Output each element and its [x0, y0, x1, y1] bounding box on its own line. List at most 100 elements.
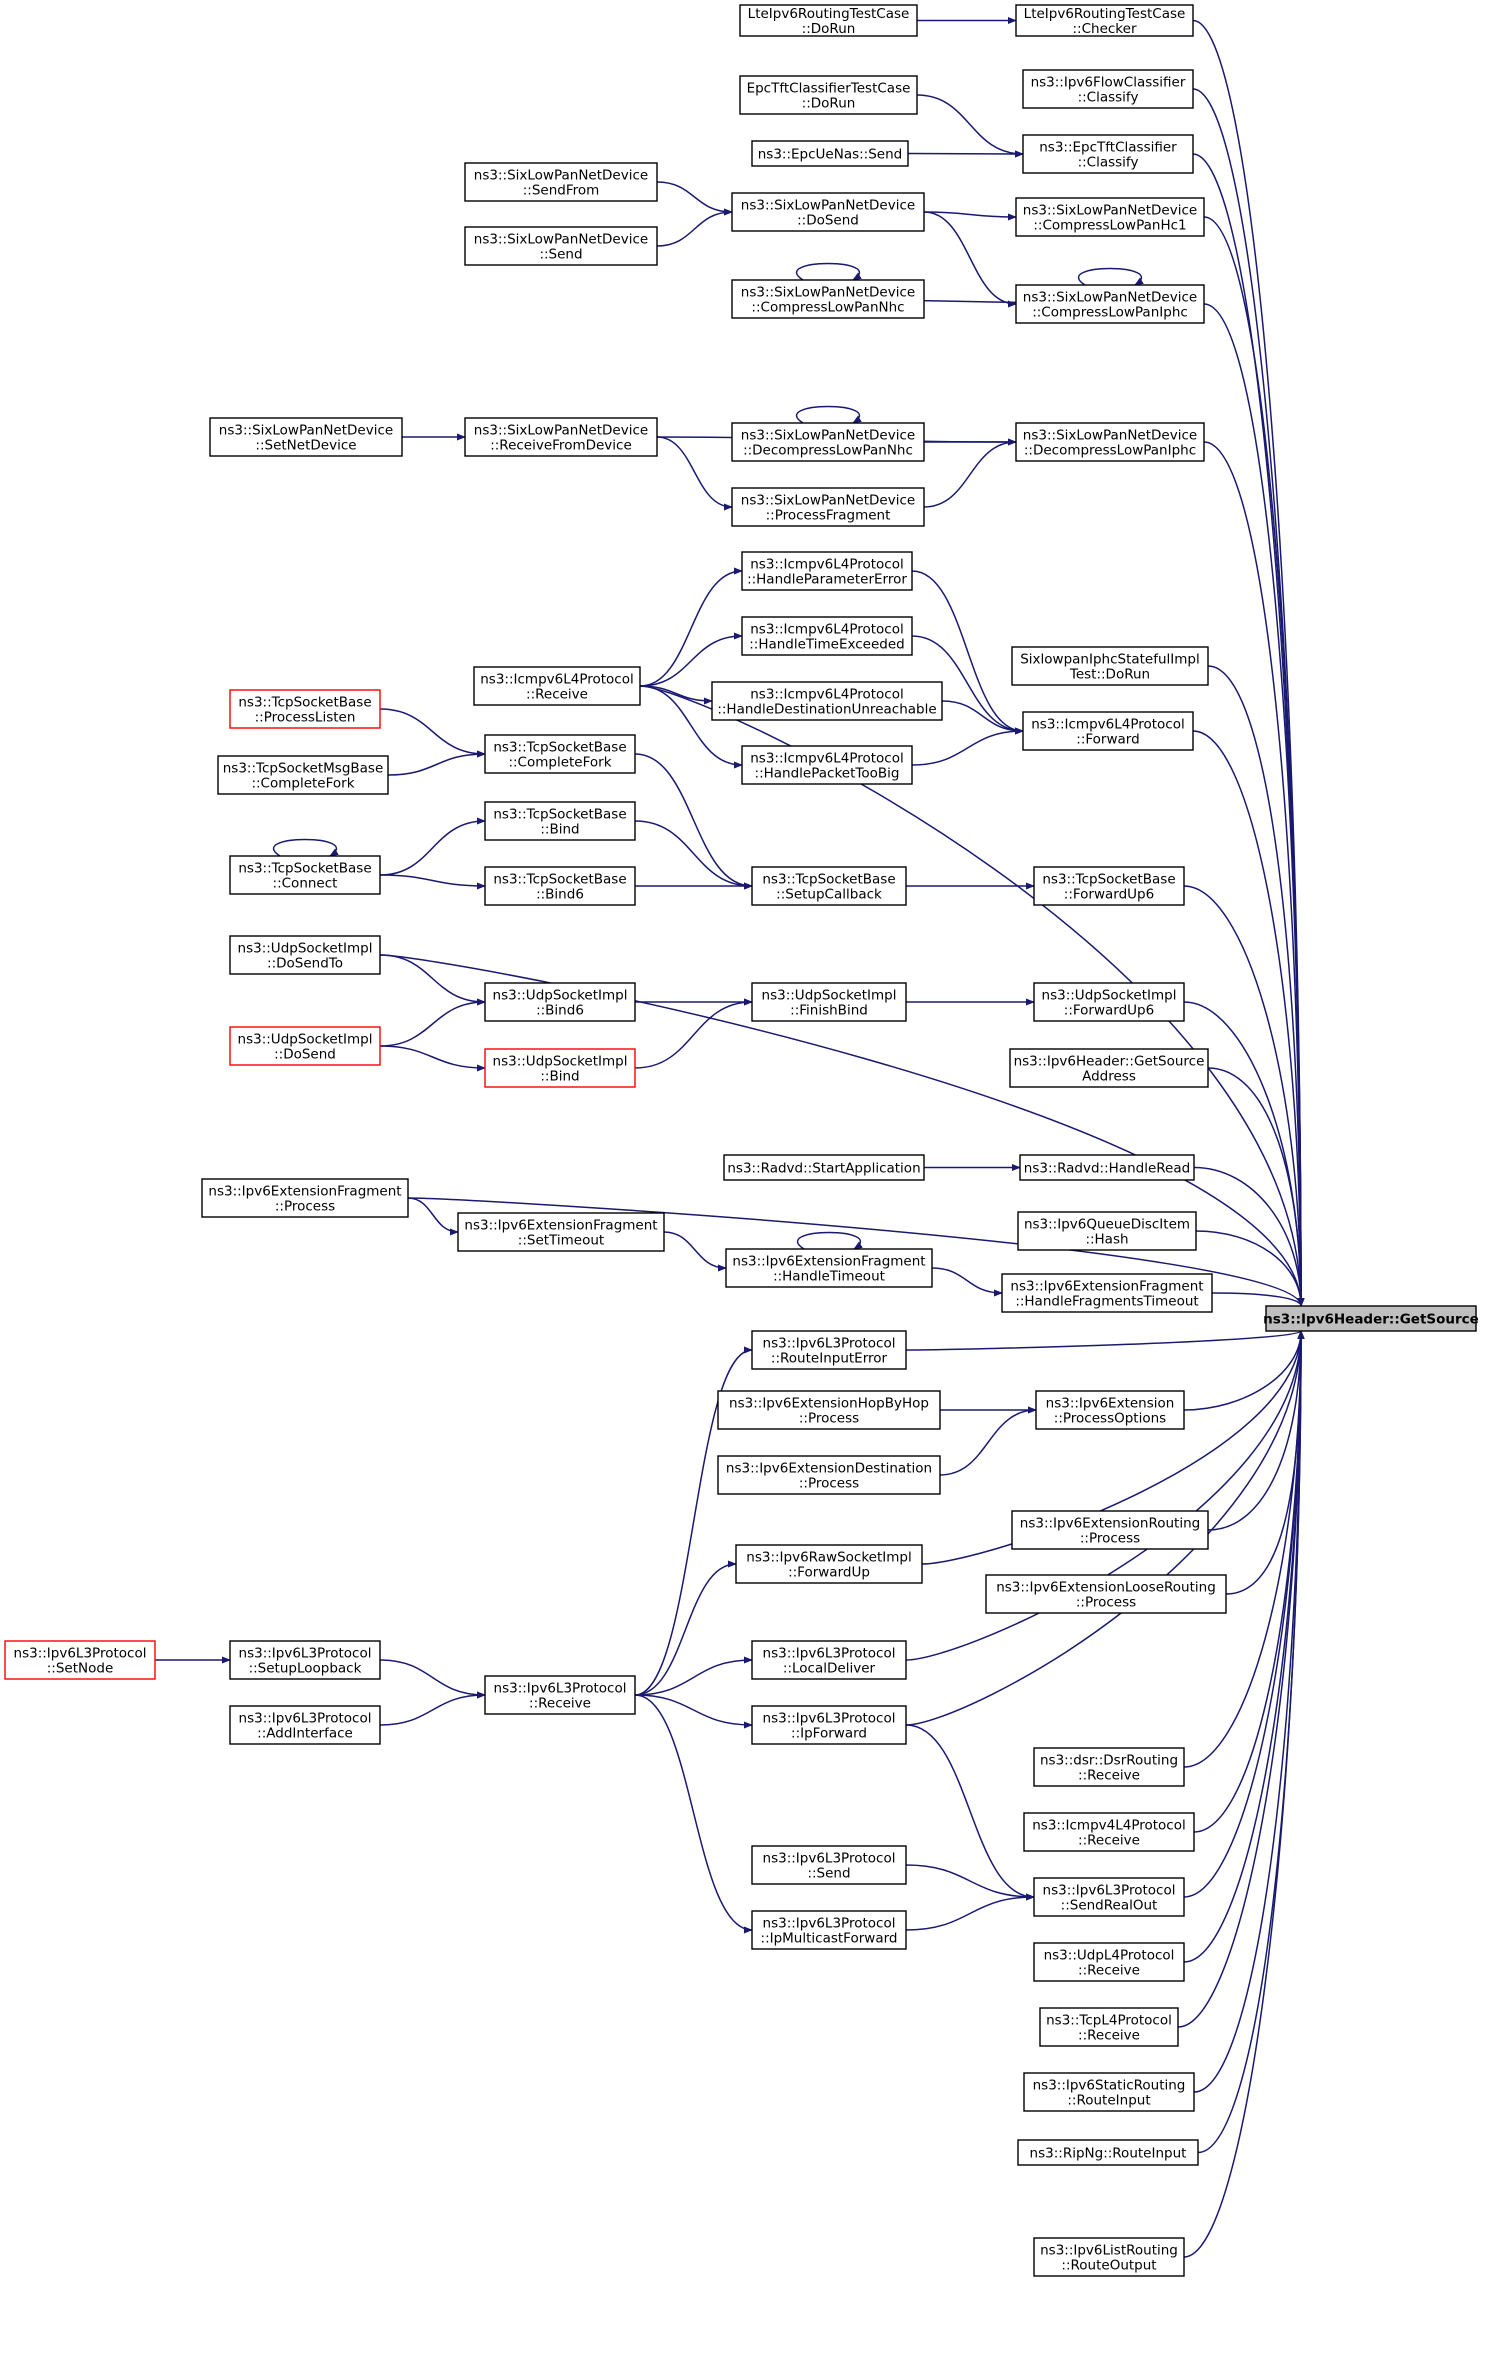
node-icmp-hdu[interactable]: ns3::Icmpv6L4Protocol::HandleDestination… [711, 681, 943, 721]
node-hopbyhop[interactable]: ns3::Ipv6ExtensionHopByHop::Process [717, 1390, 941, 1430]
node-slp-recvfrom[interactable]: ns3::SixLowPanNetDevice::ReceiveFromDevi… [464, 417, 658, 457]
node-lte-dorun[interactable]: LteIpv6RoutingTestCase::DoRun [739, 4, 918, 37]
node-epc-classify[interactable]: ns3::EpcTftClassifier::Classify [1022, 134, 1194, 174]
node-l3-addif[interactable]: ns3::Ipv6L3Protocol::AddInterface [229, 1705, 381, 1745]
node-label: ::Receive [1078, 1768, 1140, 1784]
node-tcp-setupcb[interactable]: ns3::TcpSocketBase::SetupCallback [751, 866, 907, 906]
node-flow-classify[interactable]: ns3::Ipv6FlowClassifier::Classify [1022, 69, 1194, 109]
edge-list_ro-to-target [1183, 1330, 1305, 2258]
node-udp-bind6[interactable]: ns3::UdpSocketImpl::Bind6 [484, 982, 636, 1022]
node-slp-diphc[interactable]: ns3::SixLowPanNetDevice::DecompressLowPa… [1015, 422, 1205, 462]
node-slp-hc1[interactable]: ns3::SixLowPanNetDevice::CompressLowPanH… [1015, 197, 1205, 237]
node-l3-ipfwd[interactable]: ns3::Ipv6L3Protocol::IpForward [751, 1705, 907, 1745]
node-tcpmsg-cfork[interactable]: ns3::TcpSocketMsgBase::CompleteFork [217, 755, 389, 795]
edges [155, 16, 1305, 2258]
node-label: ns3::TcpSocketBase [493, 872, 626, 888]
node-box [484, 982, 636, 1022]
node-l3-setnode[interactable]: ns3::Ipv6L3Protocol::SetNode [4, 1640, 156, 1680]
node-udp-bind[interactable]: ns3::UdpSocketImpl::Bind [484, 1048, 636, 1088]
node-box [1015, 284, 1205, 324]
node-icmp-hte[interactable]: ns3::Icmpv6L4Protocol::HandleTimeExceede… [741, 616, 913, 656]
node-l3-ipmcast[interactable]: ns3::Ipv6L3Protocol::IpMulticastForward [751, 1910, 907, 1950]
node-slp-setnetdev[interactable]: ns3::SixLowPanNetDevice::SetNetDevice [209, 417, 403, 457]
node-l3-send[interactable]: ns3::Ipv6L3Protocol::Send [751, 1845, 907, 1885]
node-extloose[interactable]: ns3::Ipv6ExtensionLooseRouting::Process [985, 1574, 1227, 1614]
node-udp-fwdup6[interactable]: ns3::UdpSocketImpl::ForwardUp6 [1033, 982, 1185, 1022]
node-udp-dosend[interactable]: ns3::UdpSocketImpl::DoSend [229, 1026, 381, 1066]
node-tcp-bind[interactable]: ns3::TcpSocketBase::Bind [484, 801, 636, 841]
node-label: ns3::Icmpv6L4Protocol [1031, 717, 1185, 733]
node-label: ns3::SixLowPanNetDevice [741, 493, 915, 509]
node-label: ns3::Ipv6L3Protocol [494, 1681, 627, 1697]
node-label: ::Process [1076, 1595, 1136, 1611]
node-label: ns3::EpcUeNas::Send [758, 147, 903, 163]
node-label: ns3::Ipv6L3Protocol [239, 1646, 372, 1662]
node-extfrag-hft[interactable]: ns3::Ipv6ExtensionFragment::HandleFragme… [1001, 1273, 1213, 1313]
node-slp-dnhc[interactable]: ns3::SixLowPanNetDevice::DecompressLowPa… [731, 422, 925, 462]
node-extfrag-proc[interactable]: ns3::Ipv6ExtensionFragment::Process [201, 1178, 409, 1218]
node-label: ns3::SixLowPanNetDevice [741, 285, 915, 301]
node-udp-finishbind[interactable]: ns3::UdpSocketImpl::FinishBind [751, 982, 907, 1022]
node-extfrag-htimeout[interactable]: ns3::Ipv6ExtensionFragment::HandleTimeou… [725, 1248, 933, 1288]
node-list-ro[interactable]: ns3::Ipv6ListRouting::RouteOutput [1033, 2237, 1185, 2277]
node-l3-localdel[interactable]: ns3::Ipv6L3Protocol::LocalDeliver [751, 1640, 907, 1680]
node-ripng-ri[interactable]: ns3::RipNg::RouteInput [1017, 2139, 1199, 2166]
node-lte-checker[interactable]: LteIpv6RoutingTestCase::Checker [1015, 4, 1194, 37]
node-tcp-cfork[interactable]: ns3::TcpSocketBase::CompleteFork [484, 734, 636, 774]
node-l3-setuploop[interactable]: ns3::Ipv6L3Protocol::SetupLoopback [229, 1640, 381, 1680]
node-slp-send[interactable]: ns3::SixLowPanNetDevice::Send [464, 226, 658, 266]
node-tcp-connect[interactable]: ns3::TcpSocketBase::Connect [229, 855, 381, 895]
node-box [1035, 1390, 1185, 1430]
node-slp-dosend[interactable]: ns3::SixLowPanNetDevice::DoSend [731, 192, 925, 232]
node-icmp-fwd[interactable]: ns3::Icmpv6L4Protocol::Forward [1022, 711, 1194, 751]
node-l3-sendrealout[interactable]: ns3::Ipv6L3Protocol::SendRealOut [1033, 1877, 1185, 1917]
node-l3-receive[interactable]: ns3::Ipv6L3Protocol::Receive [484, 1675, 636, 1715]
node-label: ns3::Ipv6L3Protocol [14, 1646, 147, 1662]
node-epc-dorun[interactable]: EpcTftClassifierTestCase::DoRun [739, 75, 918, 115]
node-box [1017, 2139, 1199, 2166]
node-tcp-plisten[interactable]: ns3::TcpSocketBase::ProcessListen [229, 689, 381, 729]
node-target[interactable]: ns3::Ipv6Header::GetSource [1263, 1305, 1479, 1332]
node-label: ns3::Ipv6L3Protocol [763, 1711, 896, 1727]
node-udpl4-recv[interactable]: ns3::UdpL4Protocol::Receive [1033, 1942, 1185, 1982]
node-box [751, 1640, 907, 1680]
edge-udp_fwdup6-to-target [1183, 1001, 1305, 1307]
node-extdest[interactable]: ns3::Ipv6ExtensionDestination::Process [717, 1455, 941, 1495]
node-tcp-bind6[interactable]: ns3::TcpSocketBase::Bind6 [484, 866, 636, 906]
node-icmp-recv[interactable]: ns3::Icmpv6L4Protocol::Receive [473, 666, 641, 706]
node-rawsock-fwdup[interactable]: ns3::Ipv6RawSocketImpl::ForwardUp [735, 1544, 923, 1584]
edge-extfrag_hft-to-target [1211, 1292, 1305, 1307]
node-qdisc-hash[interactable]: ns3::Ipv6QueueDiscItem::Hash [1017, 1211, 1197, 1251]
node-label: ns3::SixLowPanNetDevice [1023, 203, 1197, 219]
node-dsr-recv[interactable]: ns3::dsr::DsrRouting::Receive [1033, 1747, 1185, 1787]
node-label: ns3::Icmpv6L4Protocol [750, 687, 904, 703]
node-box [711, 681, 943, 721]
node-static-ri[interactable]: ns3::Ipv6StaticRouting::RouteInput [1023, 2072, 1195, 2112]
node-slp-ciphc[interactable]: ns3::SixLowPanNetDevice::CompressLowPanI… [1015, 284, 1205, 324]
node-tcp-fwdup6[interactable]: ns3::TcpSocketBase::ForwardUp6 [1033, 866, 1185, 906]
node-radvd-start[interactable]: ns3::Radvd::StartApplication [723, 1154, 925, 1181]
node-label: LteIpv6RoutingTestCase [748, 6, 910, 22]
edge-slp_procfrag-to-slp_diphc [923, 438, 1017, 508]
edge-tcp_connect-self [272, 838, 339, 857]
node-extrouting[interactable]: ns3::Ipv6ExtensionRouting::Process [1011, 1510, 1209, 1550]
node-epcuenas-send[interactable]: ns3::EpcUeNas::Send [751, 140, 909, 167]
edge-slp_ciphc-self [1077, 267, 1144, 286]
node-extfrag-settimeout[interactable]: ns3::Ipv6ExtensionFragment::SetTimeout [457, 1212, 665, 1252]
node-slp-sendfrom[interactable]: ns3::SixLowPanNetDevice::SendFrom [464, 162, 658, 202]
node-ext-procopt[interactable]: ns3::Ipv6Extension::ProcessOptions [1035, 1390, 1185, 1430]
node-label: ::ForwardUp [788, 1565, 870, 1581]
node-udp-dosendto[interactable]: ns3::UdpSocketImpl::DoSendTo [229, 935, 381, 975]
node-icmp-hpe[interactable]: ns3::Icmpv6L4Protocol::HandleParameterEr… [741, 551, 913, 591]
node-label: ns3::SixLowPanNetDevice [1023, 290, 1197, 306]
node-slp-procfrag[interactable]: ns3::SixLowPanNetDevice::ProcessFragment [731, 487, 925, 527]
node-icmp4-recv[interactable]: ns3::Icmpv4L4Protocol::Receive [1023, 1812, 1195, 1852]
node-icmp-hptb[interactable]: ns3::Icmpv6L4Protocol::HandlePacketTooBi… [741, 745, 913, 785]
node-l3-rie[interactable]: ns3::Ipv6L3Protocol::RouteInputError [751, 1330, 907, 1370]
node-slp-cnhc[interactable]: ns3::SixLowPanNetDevice::CompressLowPanN… [731, 279, 925, 319]
node-radvd-hread[interactable]: ns3::Radvd::HandleRead [1019, 1154, 1195, 1181]
node-label: ::SetNetDevice [255, 438, 356, 454]
node-tcpl4-recv[interactable]: ns3::TcpL4Protocol::Receive [1039, 2007, 1179, 2047]
